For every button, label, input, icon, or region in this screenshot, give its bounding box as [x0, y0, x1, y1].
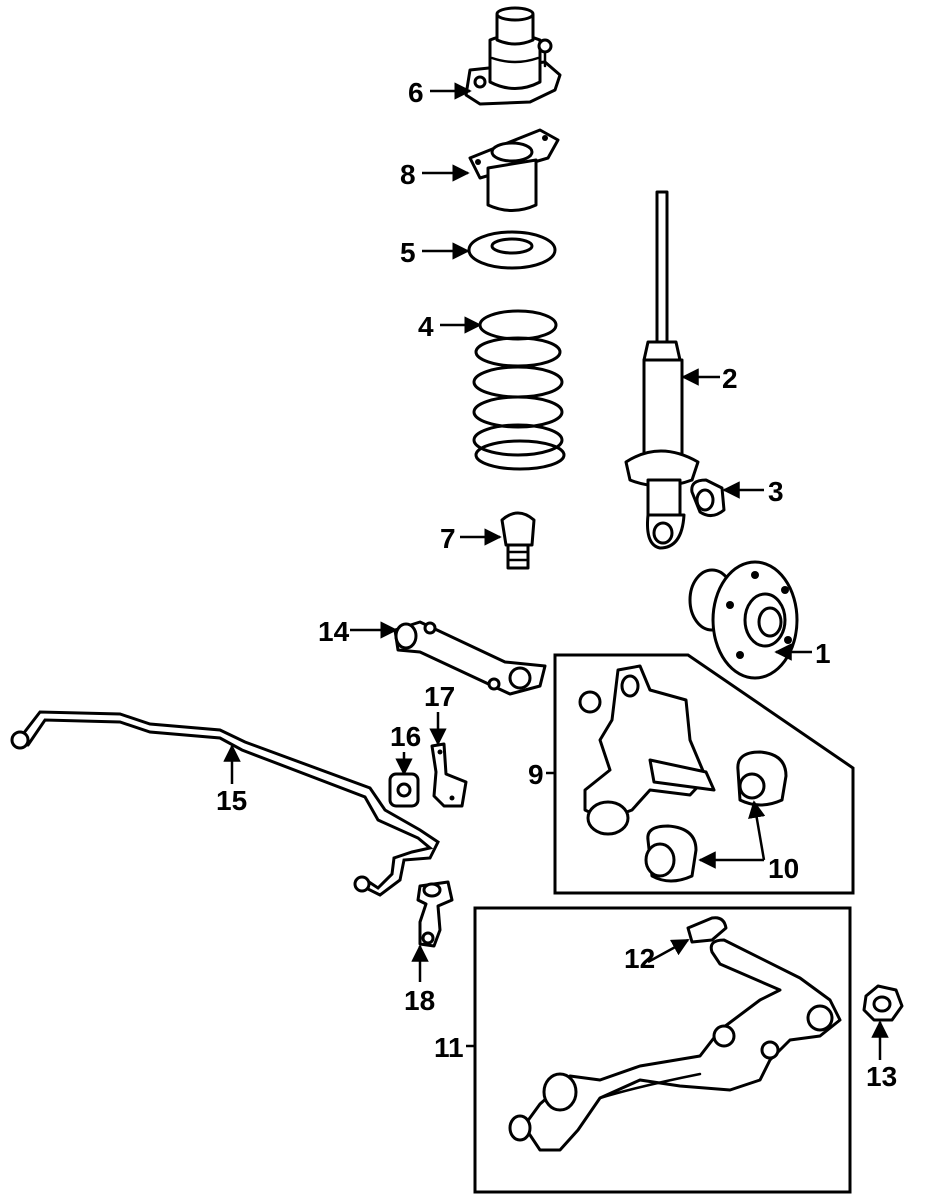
trailing-arm[interactable] [508, 938, 842, 1152]
callout-8: 8 [400, 159, 416, 190]
shock-bushing[interactable] [690, 478, 726, 517]
spring-insulator[interactable] [467, 230, 557, 270]
spring-seat-upper[interactable] [468, 128, 560, 212]
shock-absorber[interactable] [624, 190, 700, 550]
callout-3: 3 [768, 476, 784, 507]
strut-mount[interactable] [464, 6, 562, 106]
trailing-arm-box [473, 906, 852, 1194]
callout-16: 16 [390, 721, 421, 752]
knuckle-assembly-box [553, 653, 855, 895]
steering-knuckle[interactable] [578, 664, 716, 836]
hub-bearing[interactable] [688, 560, 799, 680]
callout-14: 14 [318, 616, 350, 647]
callout-6: 6 [408, 77, 424, 108]
callout-17: 17 [424, 681, 455, 712]
callout-9: 9 [528, 759, 544, 790]
knuckle-bushing[interactable] [644, 750, 788, 883]
callout-2: 2 [722, 363, 738, 394]
stabilizer-bracket[interactable] [430, 742, 468, 808]
callout-15: 15 [216, 785, 247, 816]
lock-nut[interactable] [862, 984, 904, 1022]
callout-1: 1 [815, 638, 831, 669]
stabilizer-bushing[interactable] [388, 772, 420, 808]
stabilizer-end-link[interactable] [416, 880, 454, 948]
leader-lines [223, 82, 889, 1060]
callout-7: 7 [440, 523, 456, 554]
lateral-link[interactable] [393, 620, 547, 696]
bump-stop[interactable] [500, 511, 536, 570]
callout-5: 5 [400, 237, 416, 268]
callout-12: 12 [624, 943, 655, 974]
callout-10: 10 [768, 853, 799, 884]
coil-spring[interactable] [472, 309, 566, 471]
callout-18: 18 [404, 985, 435, 1016]
callout-11: 11 [434, 1032, 464, 1063]
stabilizer-bar[interactable] [10, 710, 440, 897]
trailing-arm-bolt[interactable] [686, 916, 728, 944]
callout-13: 13 [866, 1061, 897, 1092]
callout-4: 4 [418, 311, 434, 342]
